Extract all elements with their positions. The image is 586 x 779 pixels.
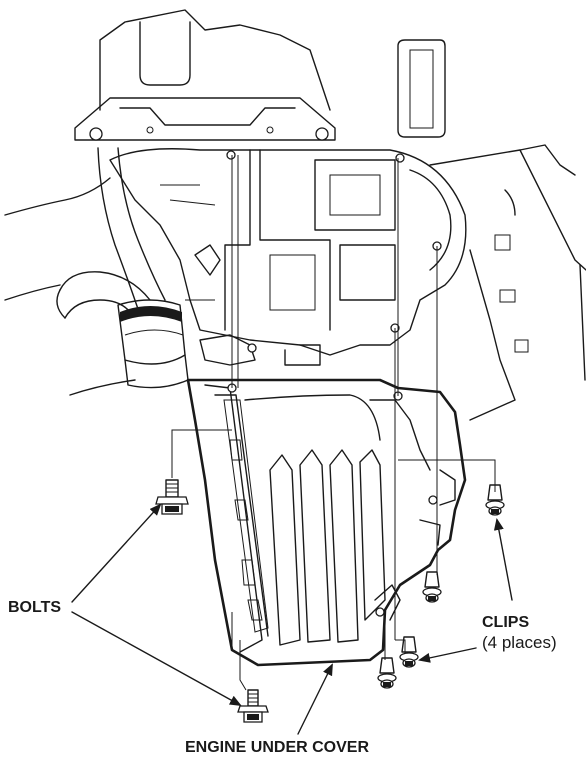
clip-middle (422, 571, 442, 603)
right-crossmember (429, 144, 586, 421)
alignment-lines (171, 155, 496, 691)
bolt-lower (237, 689, 269, 723)
clips-places-label: (4 places) (482, 633, 557, 652)
clip-lower-left (377, 657, 397, 689)
engine-under-cover (186, 378, 467, 667)
left-body-lines (4, 177, 136, 396)
upper-bracket (74, 9, 336, 141)
bolts-leader (71, 503, 242, 706)
engine-under-cover-label: ENGINE UNDER COVER (185, 739, 370, 756)
clips-leader (418, 518, 513, 663)
engine-block (109, 148, 467, 366)
clip-lower-right (399, 636, 419, 668)
right-rail (397, 39, 446, 138)
clips-label: CLIPS (482, 614, 530, 631)
cover-leader (297, 663, 333, 735)
bolt-upper (155, 479, 189, 515)
clip-right (485, 484, 505, 516)
radiator-hose (56, 147, 189, 389)
bolts-label: BOLTS (8, 599, 62, 616)
